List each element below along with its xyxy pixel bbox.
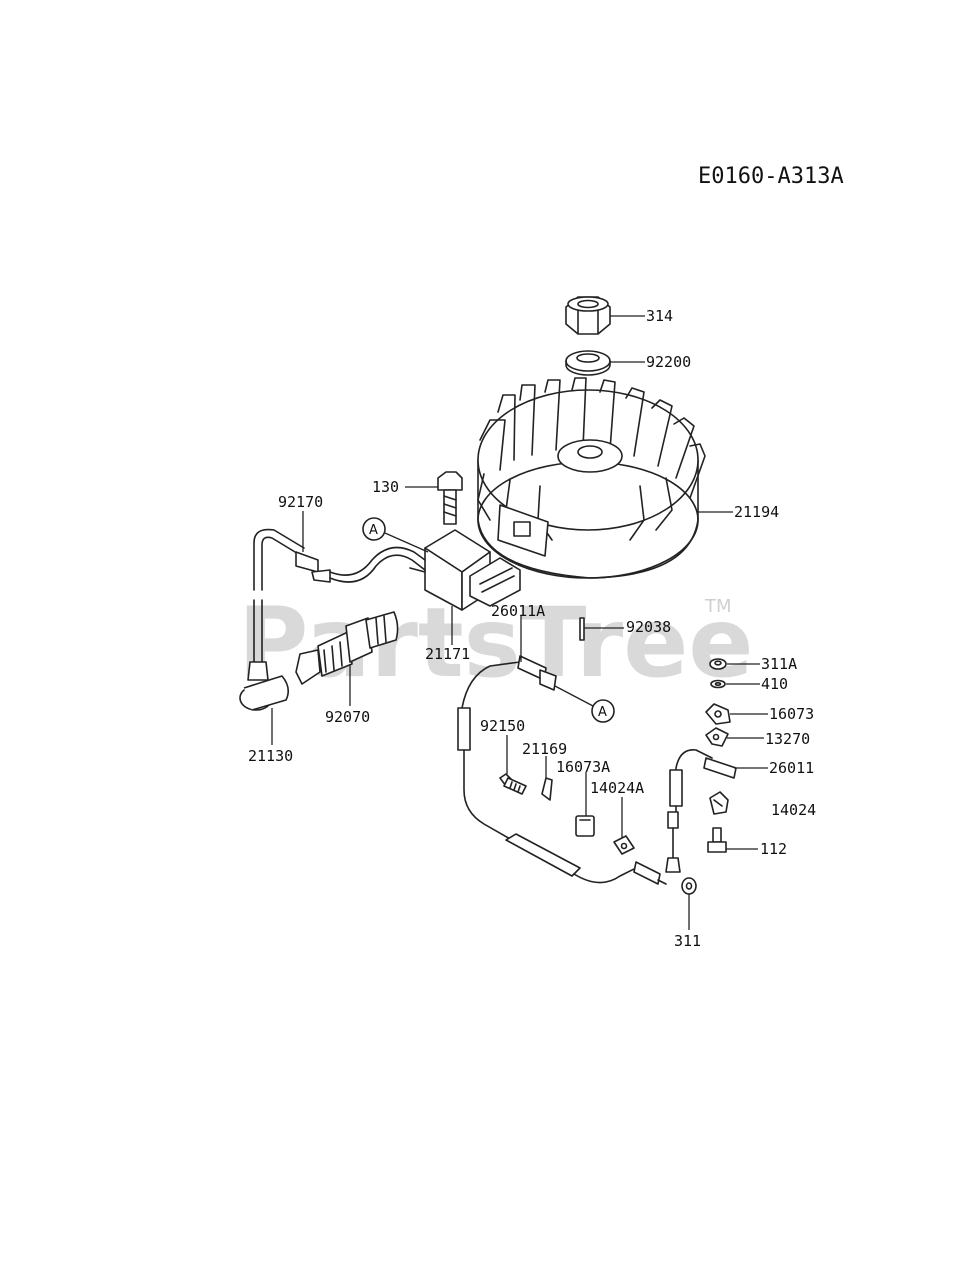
lower-wire-harness-drawing bbox=[505, 833, 667, 885]
label-314[interactable]: 314 bbox=[646, 307, 673, 325]
label-21130[interactable]: 21130 bbox=[248, 747, 293, 765]
part-labels: 314 92200 130 92170 21194 26011A 92038 2… bbox=[248, 307, 816, 950]
label-130[interactable]: 130 bbox=[372, 478, 399, 496]
part-21169-key-drawing bbox=[541, 777, 553, 801]
label-16073[interactable]: 16073 bbox=[769, 705, 814, 723]
part-92070-spark-plug-drawing bbox=[295, 611, 399, 685]
label-92070[interactable]: 92070 bbox=[325, 708, 370, 726]
part-130-bolt-drawing bbox=[437, 471, 463, 525]
label-112[interactable]: 112 bbox=[760, 840, 787, 858]
part-314-nut-drawing bbox=[565, 296, 611, 335]
part-92200-washer-drawing bbox=[565, 350, 611, 376]
part-311-nut-drawing bbox=[681, 877, 697, 895]
part-21130-plug-cap-drawing bbox=[239, 599, 290, 711]
label-21169[interactable]: 21169 bbox=[522, 740, 567, 758]
part-14024-clamp-drawing bbox=[709, 791, 729, 815]
label-14024a[interactable]: 14024A bbox=[590, 779, 644, 797]
callout-a-lead: A bbox=[554, 685, 615, 723]
part-16073-clip-drawing bbox=[705, 703, 731, 725]
part-112-screw-drawing bbox=[707, 827, 727, 853]
label-21171[interactable]: 21171 bbox=[425, 645, 470, 663]
part-92150-bolt-drawing bbox=[499, 773, 527, 795]
part-16073a-clip-drawing bbox=[575, 815, 595, 837]
part-14024a-clamp-drawing bbox=[613, 835, 635, 855]
part-13270-plate-drawing bbox=[705, 727, 729, 747]
label-92150[interactable]: 92150 bbox=[480, 717, 525, 735]
label-92170[interactable]: 92170 bbox=[278, 493, 323, 511]
part-21171-ignition-coil-drawing bbox=[409, 529, 521, 611]
svg-text:A: A bbox=[369, 523, 378, 538]
callout-a-coil: A bbox=[362, 517, 429, 553]
svg-text:A: A bbox=[598, 705, 607, 720]
part-410-washer-drawing bbox=[710, 679, 726, 689]
part-92038-pin-drawing bbox=[579, 617, 585, 641]
label-21194[interactable]: 21194 bbox=[734, 503, 779, 521]
label-311[interactable]: 311 bbox=[674, 932, 701, 950]
label-26011[interactable]: 26011 bbox=[769, 759, 814, 777]
label-26011a[interactable]: 26011A bbox=[491, 602, 545, 620]
label-13270[interactable]: 13270 bbox=[765, 730, 810, 748]
label-14024[interactable]: 14024 bbox=[771, 801, 816, 819]
label-311a[interactable]: 311A bbox=[761, 655, 797, 673]
label-410[interactable]: 410 bbox=[761, 675, 788, 693]
label-92038[interactable]: 92038 bbox=[626, 618, 671, 636]
part-26011a-lead-wire-drawing bbox=[457, 655, 557, 841]
diagram-code: E0160-A313A bbox=[698, 164, 844, 189]
part-92170-clamp-drawing bbox=[253, 528, 426, 591]
part-311a-nut-drawing bbox=[709, 658, 727, 670]
part-21194-flywheel-drawing bbox=[477, 377, 706, 579]
part-26011-lead-wire-drawing bbox=[665, 749, 737, 873]
label-92200[interactable]: 92200 bbox=[646, 353, 691, 371]
label-16073a[interactable]: 16073A bbox=[556, 758, 610, 776]
svg-text:TM: TM bbox=[704, 596, 732, 617]
